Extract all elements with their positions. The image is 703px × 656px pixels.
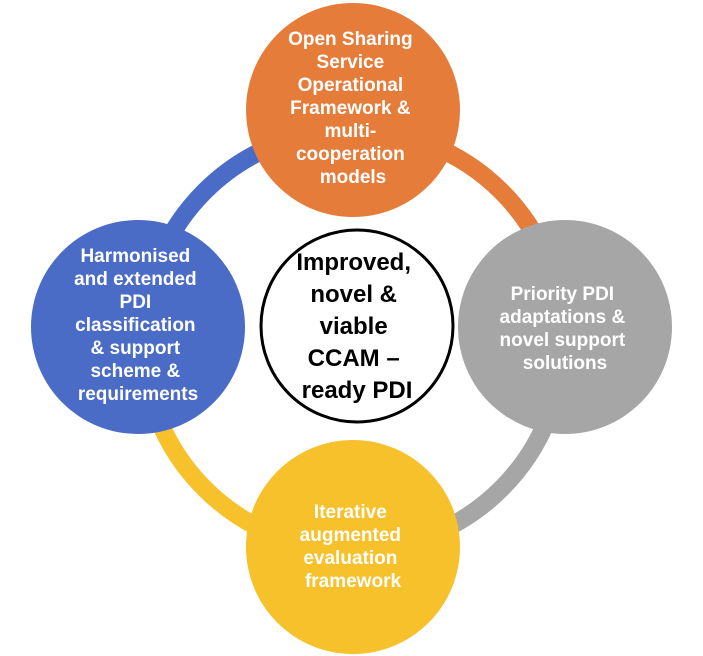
node-center-line: Improved, bbox=[296, 249, 411, 276]
node-center-circle bbox=[259, 228, 455, 424]
node-left-line: classification bbox=[75, 315, 195, 336]
node-right-label: Priority PDI adaptations & novel support… bbox=[500, 284, 631, 374]
node-center-line: viable bbox=[320, 313, 388, 340]
node-right-line: solutions bbox=[523, 353, 607, 374]
node-center-line: ready PDI bbox=[302, 377, 413, 404]
node-top-line: Framework & bbox=[290, 98, 411, 119]
node-right-line: Priority PDI bbox=[511, 284, 614, 305]
node-top-line: Service bbox=[317, 52, 385, 73]
node-center: Improved, novel & viable CCAM – ready PD… bbox=[259, 228, 455, 424]
node-left-line: Harmonised bbox=[80, 246, 190, 267]
node-top-line: multi- bbox=[325, 121, 377, 142]
node-right: Priority PDI adaptations & novel support… bbox=[458, 220, 672, 434]
node-top-line: Open Sharing bbox=[288, 29, 413, 50]
node-left-line: and extended bbox=[74, 269, 196, 290]
node-top-line: cooperation bbox=[296, 144, 405, 165]
node-bottom-line: evaluation bbox=[303, 548, 397, 569]
node-bottom-line: Iterative bbox=[314, 502, 387, 523]
node-bottom-label: Iterative augmented evaluation framework bbox=[300, 502, 407, 592]
node-bottom-line: augmented bbox=[300, 525, 401, 546]
node-bottom-line: framework bbox=[305, 571, 402, 592]
node-bottom-circle bbox=[246, 440, 460, 654]
node-top-line: Operational bbox=[298, 75, 404, 96]
node-bottom: Iterative augmented evaluation framework bbox=[246, 440, 460, 654]
node-left-label: Harmonised and extended PDI classificati… bbox=[74, 246, 202, 405]
node-top-line: models bbox=[320, 167, 387, 188]
node-center-line: CCAM – bbox=[308, 345, 400, 372]
node-left-circle bbox=[31, 220, 245, 434]
node-center-label: Improved, novel & viable CCAM – ready PD… bbox=[296, 249, 417, 404]
node-top-label: Open Sharing Service Operational Framewo… bbox=[288, 29, 418, 188]
node-center-line: novel & bbox=[310, 281, 397, 308]
node-right-line: adaptations & bbox=[500, 307, 626, 328]
node-left-line: PDI bbox=[120, 292, 152, 313]
node-left-line: requirements bbox=[78, 384, 198, 405]
node-left: Harmonised and extended PDI classificati… bbox=[31, 220, 245, 434]
node-top: Open Sharing Service Operational Framewo… bbox=[246, 3, 460, 217]
node-top-circle bbox=[246, 3, 460, 217]
node-left-line: scheme & bbox=[90, 361, 180, 382]
node-right-line: novel support bbox=[500, 330, 626, 351]
node-left-line: & support bbox=[91, 338, 181, 359]
node-right-circle bbox=[458, 220, 672, 434]
